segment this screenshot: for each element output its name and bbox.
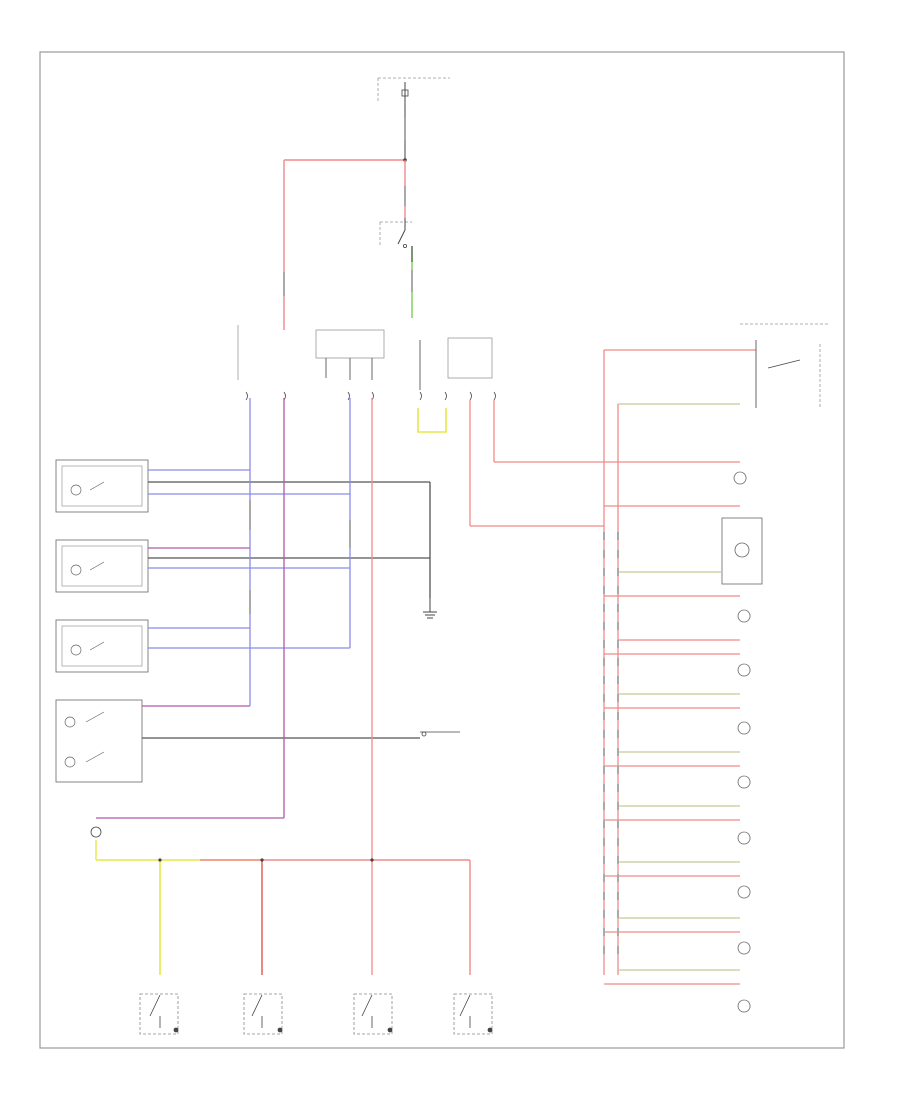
ground-symbol — [423, 598, 437, 619]
wire-code-marks — [249, 118, 619, 960]
right-lamp-rows — [604, 505, 740, 985]
ignition-switch — [379, 218, 412, 248]
yellow-loop — [417, 408, 447, 433]
vertical-bundle — [249, 398, 495, 975]
door-switch-lf — [139, 993, 179, 1035]
right-top-switch — [740, 323, 828, 408]
right-module — [721, 517, 763, 585]
fuse-box — [377, 77, 450, 103]
diagram-frame — [39, 51, 845, 1049]
left-rocker-light — [55, 459, 149, 513]
connector-row — [237, 325, 493, 390]
interior-light — [55, 619, 149, 673]
map-lights — [55, 699, 143, 783]
right-rocker-light — [55, 539, 149, 593]
right-lamps — [733, 471, 751, 1013]
door-switch-rf — [243, 993, 283, 1035]
left-box-wires — [142, 469, 430, 739]
door-switch-rr — [453, 993, 493, 1035]
door-switch-lr — [353, 993, 393, 1035]
door-switch-bus — [90, 817, 471, 975]
right-bus — [470, 349, 756, 975]
cigar-lighter — [420, 731, 460, 737]
